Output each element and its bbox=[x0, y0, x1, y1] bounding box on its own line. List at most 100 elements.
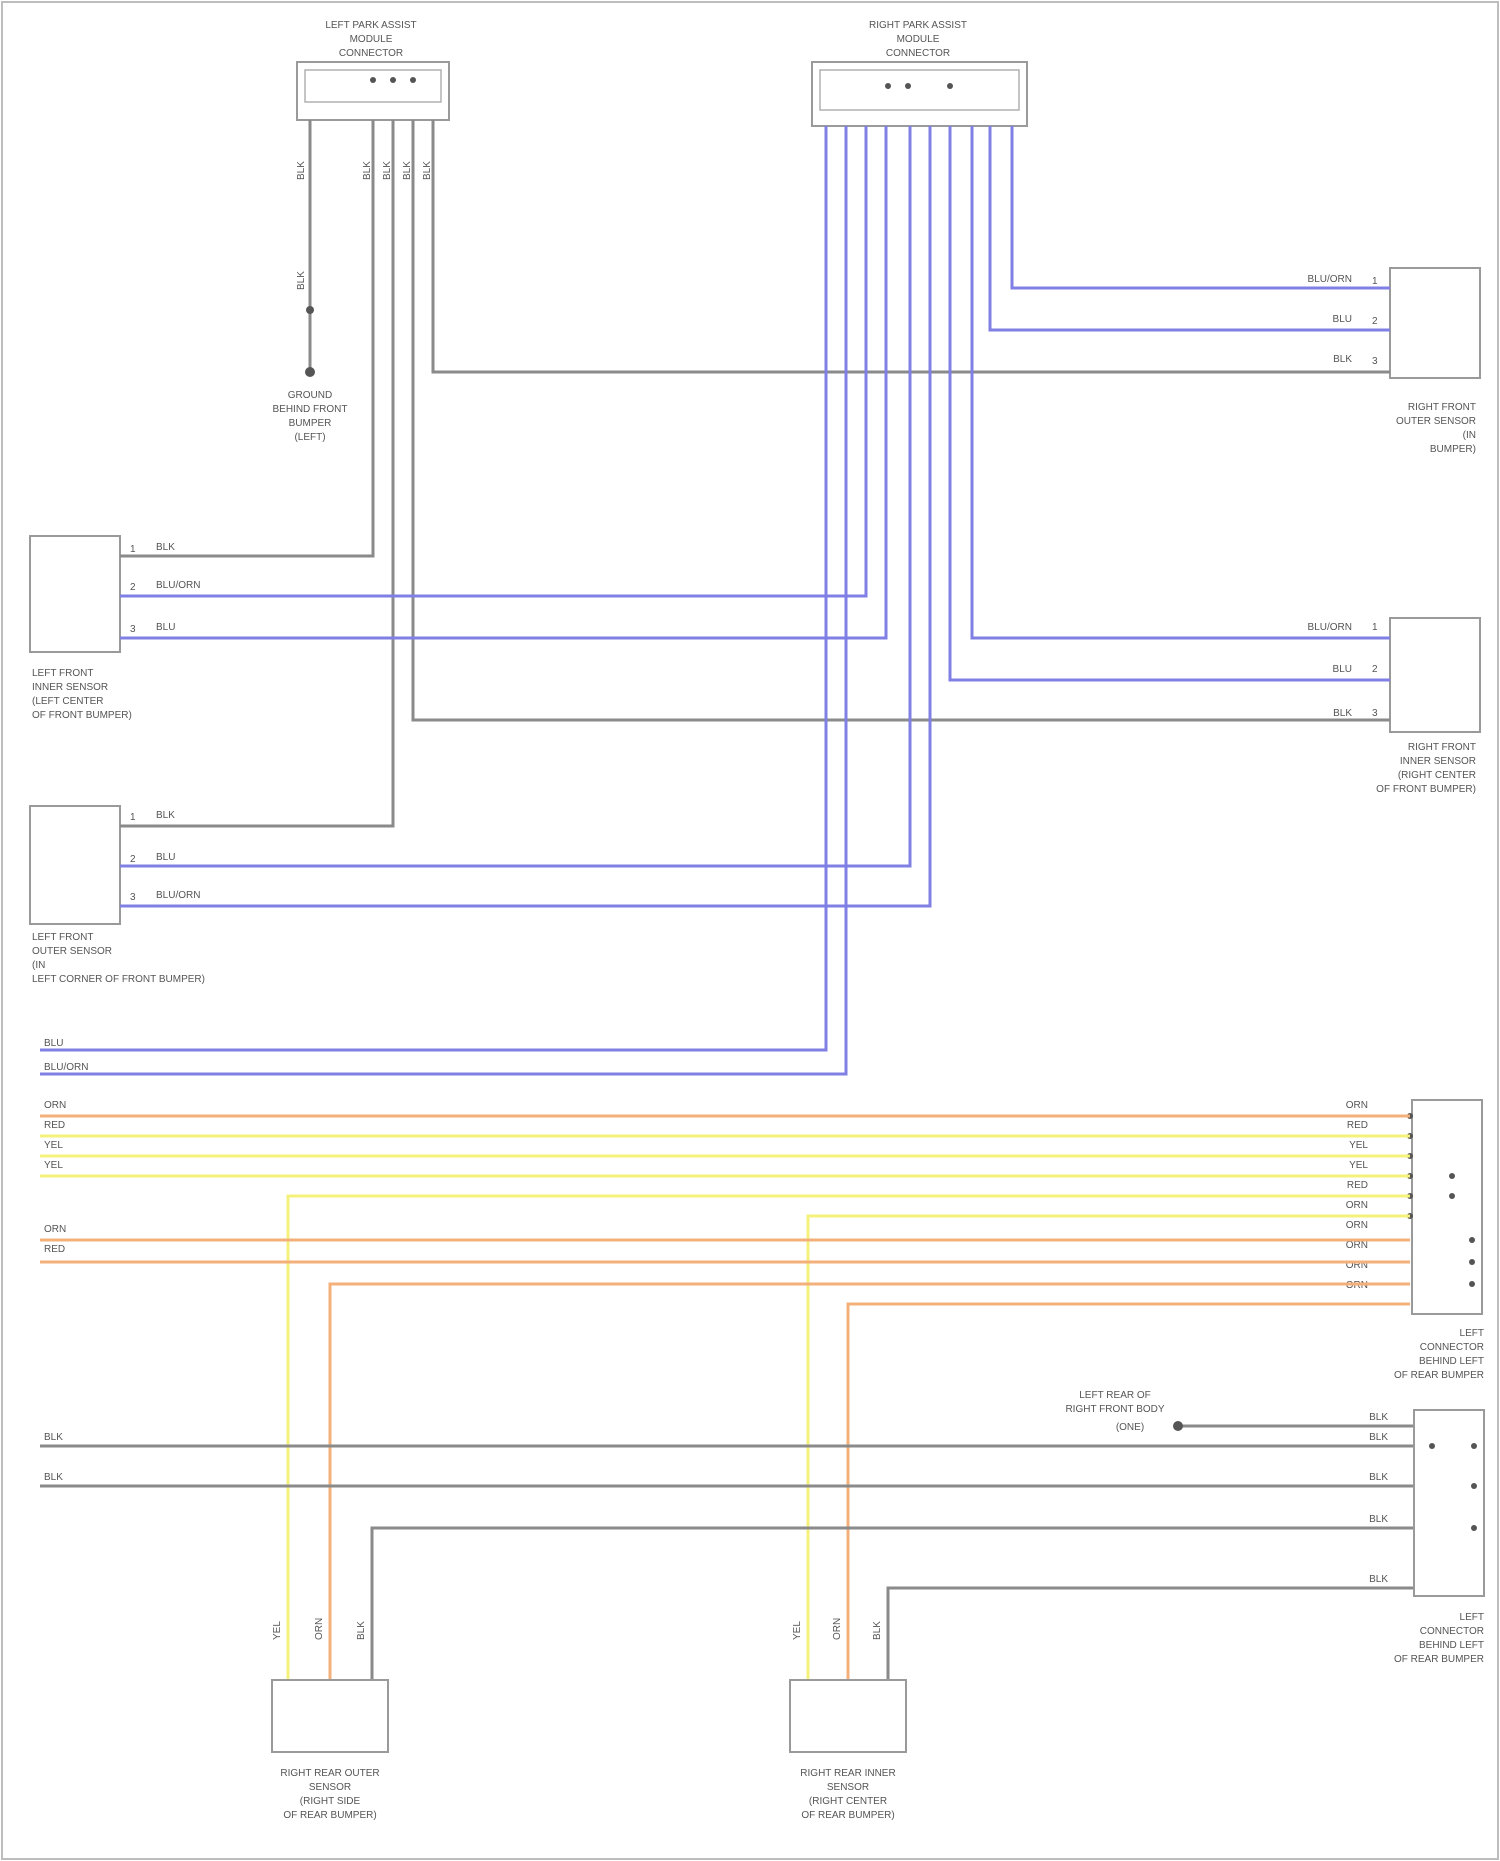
sensor-body bbox=[272, 1680, 388, 1752]
component-label-line: OF FRONT BUMPER) bbox=[1376, 784, 1476, 795]
left-block-4: BLK BLK bbox=[44, 1432, 63, 1483]
component-label-line: BEHIND FRONT bbox=[273, 404, 348, 415]
wire-gray-rear-inner bbox=[888, 1588, 1414, 1680]
wire-blue-ls2-pin3 bbox=[120, 126, 930, 906]
wire-label: BLK bbox=[44, 1432, 63, 1443]
wire-blue-left-block-2 bbox=[40, 126, 846, 1074]
wire-label: BLK bbox=[1369, 1514, 1388, 1525]
junction-dot bbox=[410, 77, 416, 83]
wire-blue-rs1-pin2 bbox=[990, 126, 1390, 330]
component-label-line: LEFT bbox=[1460, 1612, 1484, 1623]
component-label-line: RIGHT FRONT bbox=[1408, 742, 1476, 753]
component-label-line: (RIGHT CENTER bbox=[809, 1796, 887, 1807]
wire-label: YEL bbox=[1349, 1140, 1368, 1151]
wire-label: ORN bbox=[44, 1224, 66, 1235]
wire-label: YEL bbox=[44, 1140, 63, 1151]
pin-number: 2 bbox=[1372, 316, 1378, 327]
wire-label: BLK bbox=[1369, 1412, 1388, 1423]
junction-dot bbox=[390, 77, 396, 83]
component-label-line: CONNECTOR bbox=[886, 48, 950, 59]
sensor-body bbox=[1390, 268, 1480, 378]
component-label-line: OUTER SENSOR bbox=[32, 946, 112, 957]
wire-label: BLK bbox=[1333, 354, 1352, 365]
wire-label: YEL bbox=[792, 1621, 803, 1640]
wire-label: BLK bbox=[44, 1472, 63, 1483]
wire-label: BLU bbox=[44, 1038, 63, 1049]
wire-label: ORN bbox=[314, 1618, 325, 1640]
wire-label: BLK bbox=[156, 542, 175, 553]
wire-blue-rs2-pin1 bbox=[972, 126, 1390, 638]
pin-number: 3 bbox=[130, 892, 136, 903]
pin-number: 1 bbox=[130, 544, 136, 555]
ground-ref-label: RIGHT FRONT BODY bbox=[1065, 1404, 1164, 1415]
wire-label: BLU bbox=[156, 622, 175, 633]
ground-reference: LEFT REAR OF RIGHT FRONT BODY (ONE) bbox=[1065, 1390, 1183, 1433]
wire-label: YEL bbox=[1349, 1160, 1368, 1171]
junction-dot bbox=[1471, 1525, 1477, 1531]
component-label-line: INNER SENSOR bbox=[1400, 756, 1476, 767]
component-label-line: GROUND bbox=[288, 390, 332, 401]
wire-label: BLK bbox=[422, 161, 433, 180]
junction-dot bbox=[1471, 1443, 1477, 1449]
wire-label: BLK bbox=[1333, 708, 1352, 719]
pin-number: 3 bbox=[1372, 356, 1378, 367]
wire-label: BLK bbox=[872, 1621, 883, 1640]
sensor-body bbox=[30, 536, 120, 652]
pin-number: 2 bbox=[130, 582, 136, 593]
sensor-body bbox=[30, 806, 120, 924]
component-label-line: OF REAR BUMPER bbox=[1394, 1654, 1484, 1665]
component-label-line: SENSOR bbox=[827, 1782, 869, 1793]
sensor-body bbox=[790, 1680, 906, 1752]
sensor-body bbox=[1390, 618, 1480, 732]
pin-number: 3 bbox=[1372, 708, 1378, 719]
wire-label: BLU/ORN bbox=[156, 580, 200, 591]
right-front-inner-sensor: RIGHT FRONT INNER SENSOR (RIGHT CENTER O… bbox=[1308, 618, 1480, 795]
wire-label: BLK bbox=[156, 810, 175, 821]
component-label-line: (IN bbox=[1463, 430, 1476, 441]
component-label-line: LEFT FRONT bbox=[32, 932, 93, 943]
component-label-line: (LEFT CENTER bbox=[32, 696, 104, 707]
pin-number: 1 bbox=[130, 812, 136, 823]
wire-blue-rs1-pin1 bbox=[1012, 126, 1390, 288]
component-label-line: MODULE bbox=[897, 34, 940, 45]
wire-label: RED bbox=[44, 1244, 65, 1255]
wire-blue-ls1-pin2 bbox=[120, 126, 866, 596]
wire-label: YEL bbox=[44, 1160, 63, 1171]
wire-label: BLU bbox=[1333, 314, 1352, 325]
component-label-line: RIGHT REAR INNER bbox=[800, 1768, 895, 1779]
pin-number: 2 bbox=[130, 854, 136, 865]
component-label-line: LEFT PARK ASSIST bbox=[325, 20, 416, 31]
wire-label: ORN bbox=[44, 1100, 66, 1111]
wire-yellow-rear-inner bbox=[808, 1216, 1410, 1680]
component-label-line: CONNECTOR bbox=[1420, 1342, 1484, 1353]
left-park-assist-module-connector: LEFT PARK ASSIST MODULE CONNECTOR bbox=[297, 20, 449, 120]
wire-label: RED bbox=[1347, 1120, 1368, 1131]
wire-label: BLK bbox=[362, 161, 373, 180]
pin-number: 2 bbox=[1372, 664, 1378, 675]
wire-label: BLU/ORN bbox=[44, 1062, 88, 1073]
wire-blue-rs2-pin2 bbox=[950, 126, 1390, 680]
left-block-1: BLU BLU/ORN bbox=[44, 1038, 88, 1073]
component-label-line: INNER SENSOR bbox=[32, 682, 108, 693]
component-label-line: RIGHT PARK ASSIST bbox=[869, 20, 967, 31]
wire-label: BLU bbox=[1333, 664, 1352, 675]
component-label-line: SENSOR bbox=[309, 1782, 351, 1793]
rear-sensor-wiring bbox=[40, 1116, 1414, 1680]
connector-body bbox=[812, 62, 1027, 126]
front-sensor-wiring bbox=[40, 120, 1390, 1074]
ground-branch: GROUND BEHIND FRONT BUMPER (LEFT) bbox=[273, 120, 348, 443]
component-label-line: OF REAR BUMPER bbox=[1394, 1370, 1484, 1381]
wire-orange-rear-outer bbox=[330, 1284, 1410, 1680]
component-label-line: (IN bbox=[32, 960, 45, 971]
wire-label: BLK bbox=[1369, 1432, 1388, 1443]
junction-dot bbox=[1449, 1173, 1455, 1179]
wire-blue-ls1-pin3 bbox=[120, 126, 886, 638]
wire-label: BLU/ORN bbox=[1308, 274, 1352, 285]
component-label-line: RIGHT FRONT bbox=[1408, 402, 1476, 413]
wire-label: ORN bbox=[1346, 1100, 1368, 1111]
wire-blue-ls2-pin2 bbox=[120, 126, 910, 866]
ground-ref-label: LEFT REAR OF bbox=[1079, 1390, 1151, 1401]
